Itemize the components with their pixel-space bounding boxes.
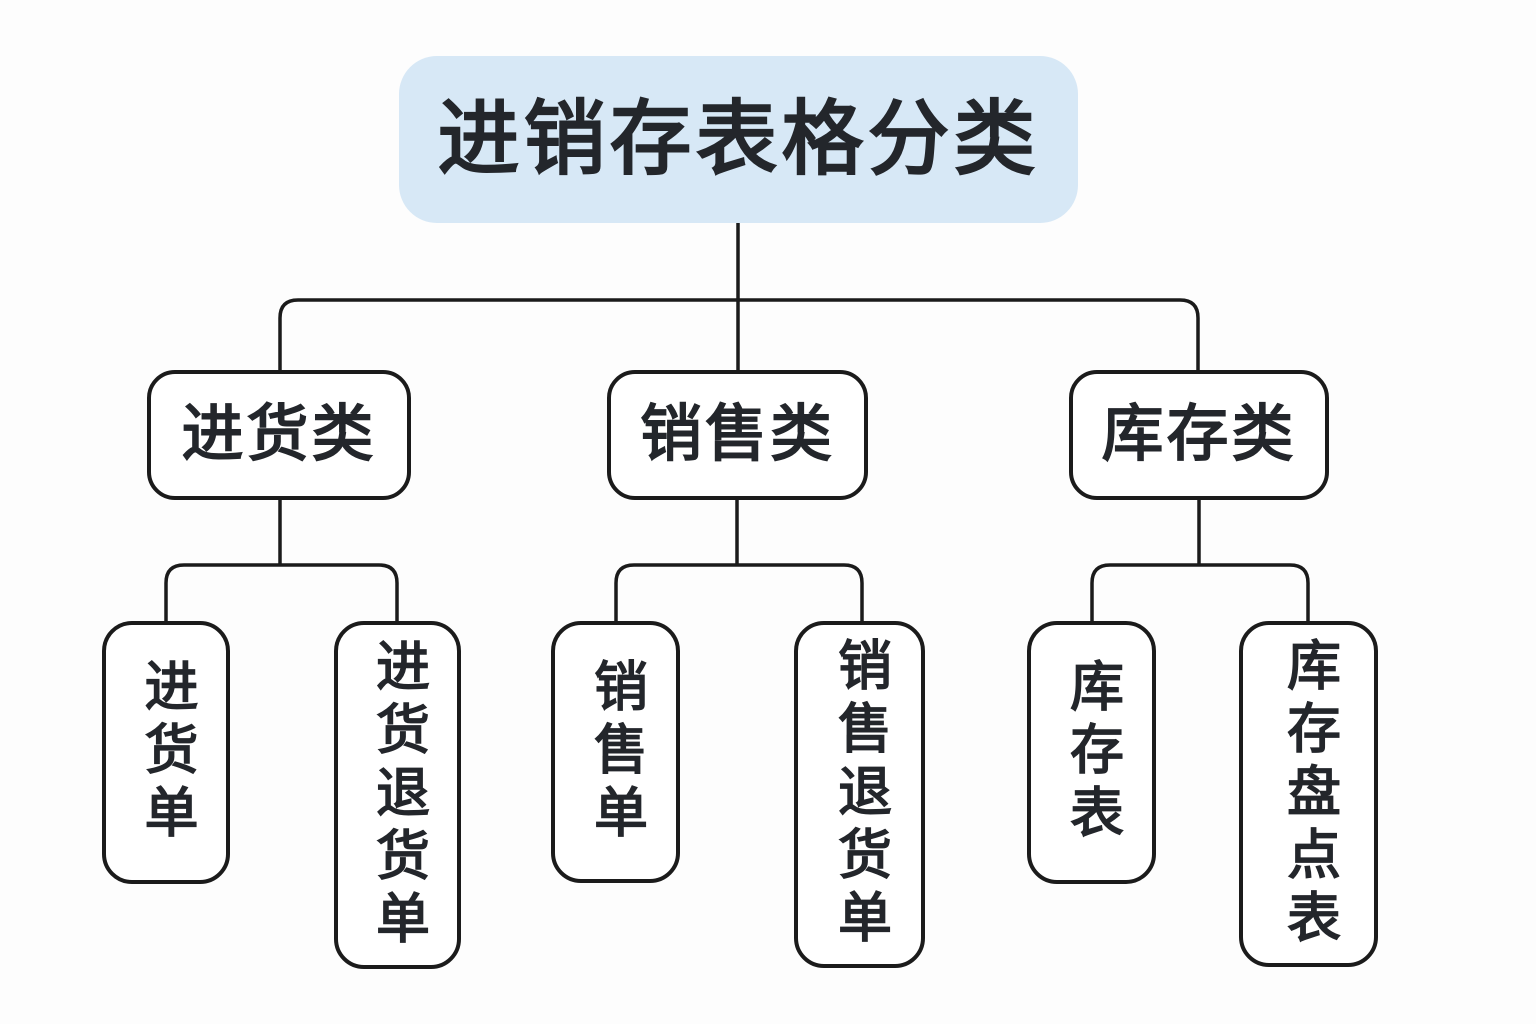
node-inventory-category-label: 库存类 [1101, 400, 1297, 469]
root-node-label: 进销存表格分类 [437, 93, 1040, 185]
node-inventory-count-table-label: 库存盘点表 [1278, 636, 1339, 952]
node-sales-return-order-label: 销售退货单 [829, 637, 890, 952]
node-inventory-category: 库存类 [1069, 370, 1329, 500]
node-purchase-return-order: 进货退货单 [334, 621, 461, 969]
node-sales-category-label: 销售类 [639, 400, 835, 469]
node-sales-return-order: 销售退货单 [794, 621, 925, 968]
node-sales-order: 销售单 [551, 621, 680, 883]
node-inventory-count-table: 库存盘点表 [1239, 621, 1378, 967]
node-purchase-category: 进货类 [147, 370, 411, 500]
node-inventory-table-label: 库存表 [1061, 658, 1122, 847]
node-purchase-order: 进货单 [102, 621, 230, 884]
node-purchase-order-label: 进货单 [136, 658, 196, 847]
node-purchase-category-label: 进货类 [181, 400, 377, 469]
node-sales-category: 销售类 [607, 370, 868, 500]
node-sales-order-label: 销售单 [585, 657, 646, 847]
root-node: 进销存表格分类 [399, 56, 1078, 223]
node-purchase-return-order-label: 进货退货单 [367, 637, 428, 953]
node-inventory-table: 库存表 [1027, 621, 1156, 884]
